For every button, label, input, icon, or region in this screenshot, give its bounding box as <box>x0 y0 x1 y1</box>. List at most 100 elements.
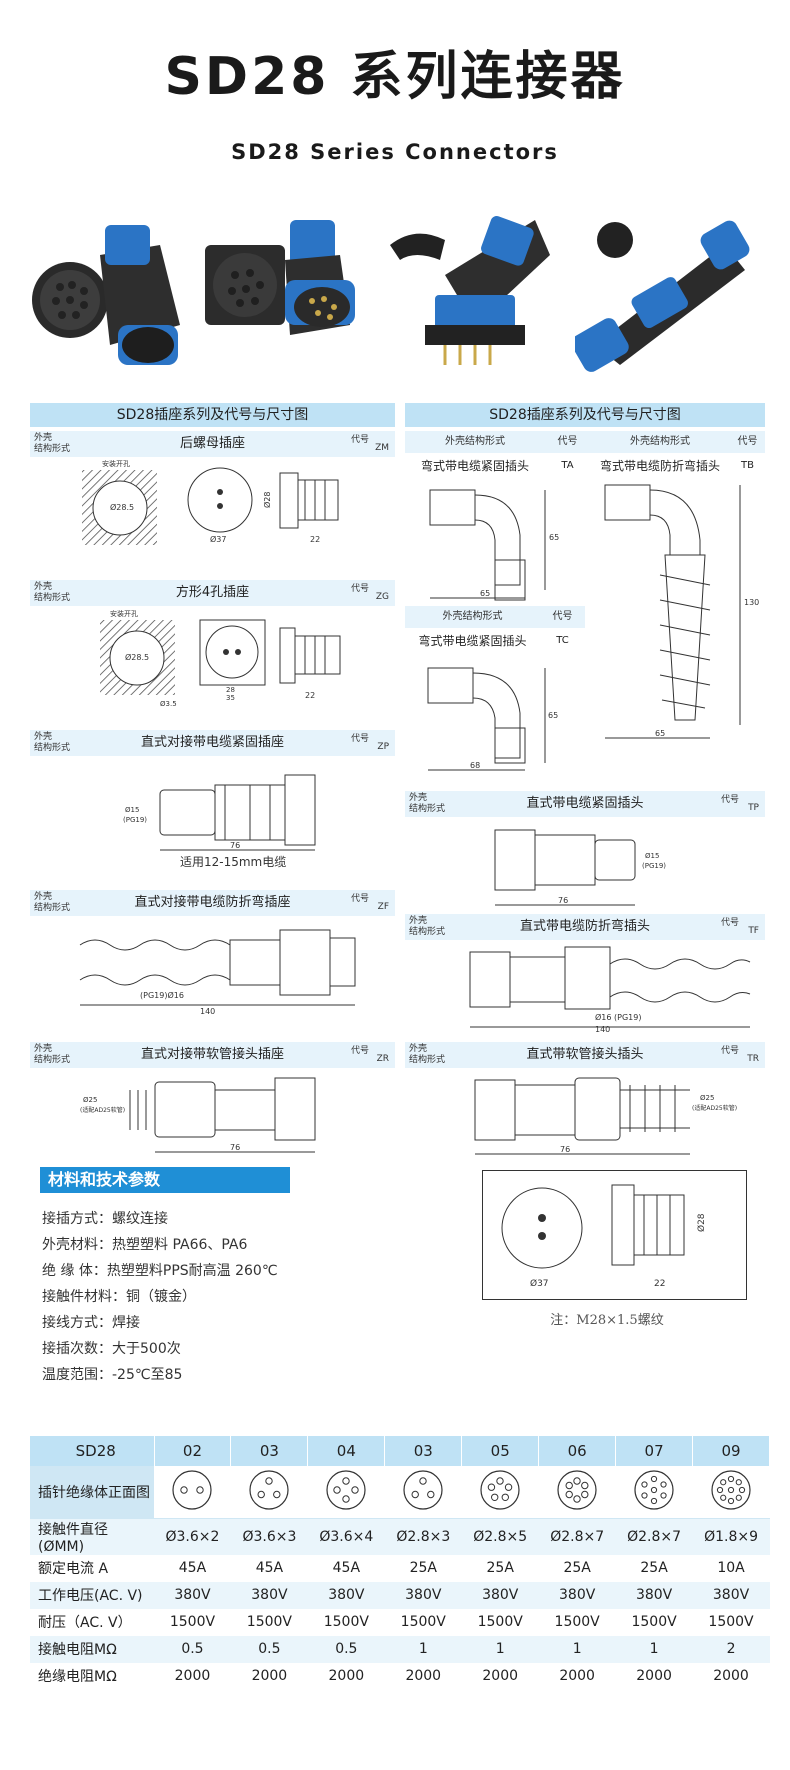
svg-text:Ø28.5: Ø28.5 <box>110 502 134 512</box>
table-header-cell: 03 <box>230 1436 309 1466</box>
table-header-cell: 06 <box>538 1436 617 1466</box>
drawing-zf: (PG19)Ø16 140 <box>79 929 356 1015</box>
table-header-cell: 02 <box>154 1436 232 1466</box>
svg-text:76: 76 <box>230 1143 240 1152</box>
svg-text:(PG19): (PG19) <box>123 816 147 824</box>
svg-text:安装开孔: 安装开孔 <box>110 609 138 618</box>
svg-text:Ø28.5: Ø28.5 <box>125 652 149 662</box>
ta-tb-header: 外壳结构形式 代号 外壳结构形式 代号 <box>405 431 765 453</box>
pin-face-icon <box>711 1470 751 1510</box>
svg-text:适用12-15mm电缆: 适用12-15mm电缆 <box>180 855 286 869</box>
svg-text:Ø25: Ø25 <box>83 1096 97 1104</box>
pin-face-icon <box>403 1470 443 1510</box>
table-header-row: SD28 02 03 04 03 05 06 07 09 <box>30 1436 770 1466</box>
pin-face-icon <box>480 1470 520 1510</box>
section-bar-tr: 外壳结构形式 直式带软管接头插头 代号 TR <box>405 1042 765 1068</box>
material-item: 接插次数：大于500次 <box>42 1341 181 1357</box>
svg-text:Ø28: Ø28 <box>696 1213 707 1232</box>
row-label: 插针绝缘体正面图 <box>30 1466 154 1519</box>
drawing-zg: 安装开孔 Ø28.5 Ø3.5 35 28 22 <box>100 609 341 708</box>
connector-photo-4 <box>575 220 750 372</box>
tc-row: 弯式带电缆紧固插头 TC <box>418 634 569 648</box>
svg-text:65: 65 <box>480 589 490 598</box>
svg-text:Ø37: Ø37 <box>530 1278 549 1289</box>
drawing-tr: Ø25 (适配AD25软管) 76 <box>474 1077 737 1155</box>
svg-text:130: 130 <box>744 598 759 607</box>
row-label: 接触件直径(ØMM) <box>30 1518 154 1555</box>
svg-text:28: 28 <box>226 686 235 694</box>
section-code: ZF <box>377 902 389 912</box>
section-name: 后螺母插座 <box>179 436 245 451</box>
drawing-zp: Ø15 (PG19) 76 适用12-15mm电缆 <box>123 774 316 869</box>
svg-text:22: 22 <box>654 1279 665 1289</box>
connector-photo-1 <box>32 225 180 365</box>
drawing-tb: 130 65 <box>604 484 759 739</box>
svg-text:65: 65 <box>655 729 665 738</box>
section-code: TF <box>748 926 759 936</box>
material-item: 绝 缘 体：热塑塑料PPS耐高温 260℃ <box>42 1263 278 1279</box>
drawing-tp: Ø15 (PG19) 76 <box>494 829 666 906</box>
row-label: 绝缘电阻MΩ <box>30 1662 154 1690</box>
svg-text:68: 68 <box>470 761 480 770</box>
svg-text:140: 140 <box>595 1025 610 1032</box>
svg-text:(PG19)Ø16: (PG19)Ø16 <box>140 990 184 1000</box>
pin-face-icon <box>172 1470 213 1510</box>
section-bar-zf: 外壳结构形式 直式对接带电缆防折弯插座 代号 ZF <box>30 890 395 916</box>
section-code: ZP <box>377 742 389 752</box>
page-subtitle: SD28 Series Connectors <box>231 140 559 164</box>
svg-text:Ø28: Ø28 <box>262 492 272 508</box>
svg-text:安装开孔: 安装开孔 <box>102 459 130 468</box>
svg-text:76: 76 <box>558 896 568 905</box>
section-bar-zg: 外壳结构形式 方形4孔插座 代号 ZG <box>30 580 395 606</box>
ta-tb-row: 弯式带电缆紧固插头 TA 弯式带电缆防折弯插头 TB <box>420 459 754 473</box>
svg-text:(PG19): (PG19) <box>642 862 666 870</box>
section-name: 直式带软管接头插头 <box>526 1047 644 1062</box>
drawing-front-side: Ø37 Ø28 22 <box>482 1170 747 1300</box>
svg-text:76: 76 <box>560 1145 570 1154</box>
svg-text:22: 22 <box>310 535 320 544</box>
section-bar-zp: 外壳结构形式 直式对接带电缆紧固插座 代号 ZP <box>30 730 395 756</box>
table-header-cell: 03 <box>384 1436 463 1466</box>
table-header-cell: 04 <box>307 1436 386 1466</box>
section-name: 直式对接带软管接头插座 <box>140 1047 284 1062</box>
pin-face-icon <box>634 1470 674 1510</box>
material-item: 接线方式：焊接 <box>42 1315 140 1331</box>
drawing-zm: 安装开孔 Ø28.5 Ø37 Ø28 22 <box>82 459 339 545</box>
tc-header: 外壳结构形式 代号 <box>405 606 585 628</box>
material-item: 接触件材料：铜（镀金） <box>42 1289 196 1305</box>
table-header-cell: 09 <box>692 1436 770 1466</box>
section-code: ZR <box>376 1054 389 1064</box>
svg-text:Ø15: Ø15 <box>125 806 139 814</box>
thread-note: 注：M28×1.5螺纹 <box>550 1313 664 1328</box>
svg-text:Ø3.5: Ø3.5 <box>160 700 177 708</box>
section-code: TR <box>747 1054 759 1064</box>
left-panel-header: SD28插座系列及代号与尺寸图 <box>30 403 395 427</box>
row-label: 额定电流 A <box>30 1554 154 1582</box>
materials-title: 材料和技术参数 <box>40 1167 290 1193</box>
section-name: 方形4孔插座 <box>175 585 250 600</box>
material-item: 外壳材料：热塑塑料 PA66、PA6 <box>42 1237 248 1253</box>
svg-text:(适配AD25软管): (适配AD25软管) <box>80 1106 125 1114</box>
drawing-tc: 65 68 <box>427 667 558 771</box>
connector-photo-3 <box>390 216 550 365</box>
section-bar-tf: 外壳结构形式 直式带电缆防折弯插头 代号 TF <box>405 914 765 940</box>
svg-text:35: 35 <box>226 694 235 702</box>
row-label: 接触电阻MΩ <box>30 1635 154 1663</box>
section-code: ZG <box>375 592 389 602</box>
section-code: ZM <box>375 443 389 453</box>
row-label: 耐压（AC. V） <box>30 1608 154 1636</box>
svg-text:Ø16 (PG19): Ø16 (PG19) <box>595 1012 641 1022</box>
svg-text:Ø25: Ø25 <box>700 1094 714 1102</box>
page-title: SD28 系列连接器 <box>164 47 626 107</box>
drawing-zr: Ø25 (适配AD25软管) 76 <box>80 1077 316 1153</box>
svg-text:Ø15: Ø15 <box>645 852 659 860</box>
section-name: 直式对接带电缆防折弯插座 <box>134 895 291 910</box>
drawing-tf: Ø16 (PG19) 140 <box>469 946 751 1032</box>
pin-face-icon <box>249 1470 290 1510</box>
connector-photo-2 <box>205 220 355 335</box>
